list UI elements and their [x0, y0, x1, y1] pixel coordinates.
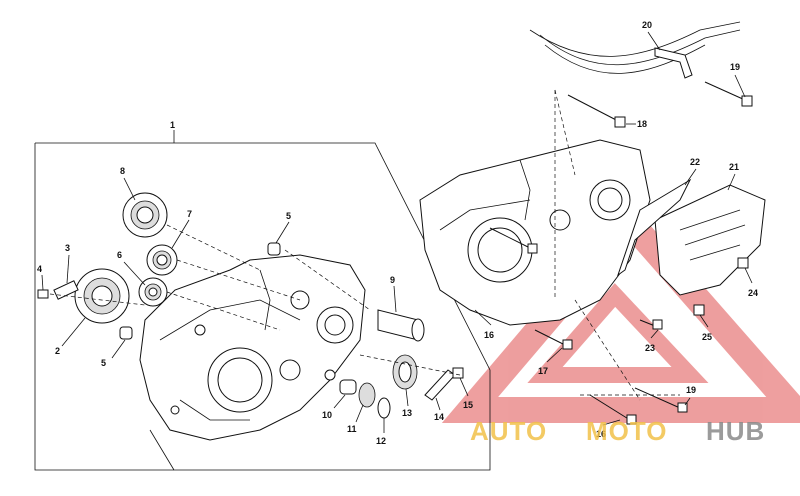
callout-15: 15	[463, 400, 473, 410]
dowel-5b	[119, 326, 133, 340]
callout-24: 24	[748, 288, 758, 298]
leader-lines	[41, 31, 753, 471]
hose-20	[529, 21, 741, 79]
callout-4: 4	[37, 264, 42, 274]
callout-21: 21	[729, 162, 739, 172]
bolt-16	[489, 227, 538, 254]
bolt-16-bottom	[589, 394, 637, 425]
callout-6: 6	[117, 250, 122, 260]
callout-13: 13	[402, 408, 412, 418]
watermark-text: AUTO MOTO HUB	[470, 416, 765, 446]
callout-11: 11	[347, 424, 357, 434]
callout-14: 14	[434, 412, 444, 422]
callout-16: 16	[484, 330, 494, 340]
callout-3: 3	[65, 243, 70, 253]
group-1-frame	[34, 130, 491, 471]
bush-10	[339, 379, 357, 395]
callout-23: 23	[645, 343, 655, 353]
seal-13	[392, 354, 418, 390]
bolt-19-top	[704, 81, 753, 107]
dowel-5a	[267, 242, 281, 256]
callout-19-bottom: 19	[686, 385, 696, 395]
plate-3	[53, 280, 79, 300]
callout-12: 12	[376, 436, 386, 446]
callout-10: 10	[322, 410, 332, 420]
bearing-7	[146, 244, 178, 276]
callout-20: 20	[642, 20, 652, 30]
callout-16-bottom: 16	[596, 429, 606, 439]
bearing-6	[138, 277, 168, 307]
bearing-11	[358, 382, 376, 408]
left-crankcase-half	[139, 254, 366, 441]
callout-2: 2	[55, 346, 60, 356]
callout-25: 25	[702, 332, 712, 342]
bolt-19-bottom	[634, 387, 688, 413]
watermark-hub: HUB	[706, 416, 765, 446]
callout-9: 9	[390, 275, 395, 285]
screw-4	[37, 289, 49, 299]
callout-7: 7	[187, 209, 192, 219]
bolt-23	[639, 319, 663, 330]
alignment-lines-right	[554, 89, 680, 401]
callout-labels: 1 2 3 4 5 5 6 7 8 9 10 11 12 13 14 15 16…	[37, 20, 758, 446]
bolt-17	[534, 329, 573, 350]
watermark-moto: MOTO	[586, 416, 668, 446]
bolt-24	[737, 257, 749, 269]
screw-15	[452, 367, 464, 379]
callout-22: 22	[690, 157, 700, 167]
circlip-12	[377, 397, 391, 419]
callout-18: 18	[637, 119, 647, 129]
lockplate-14	[424, 369, 456, 401]
callout-17: 17	[538, 366, 548, 376]
bearing-8	[122, 192, 168, 238]
bolt-25	[693, 304, 705, 316]
bearing-2	[74, 268, 130, 324]
callout-1: 1	[170, 120, 175, 130]
watermark-auto: AUTO	[470, 416, 547, 446]
bolt-18	[567, 94, 626, 128]
callout-19-top: 19	[730, 62, 740, 72]
callout-5a: 5	[286, 211, 291, 221]
callout-8: 8	[120, 166, 125, 176]
callout-5b: 5	[101, 358, 106, 368]
gasket-22	[617, 178, 692, 277]
sleeve-9	[377, 309, 425, 342]
right-crankcase	[419, 139, 651, 326]
alignment-lines-left	[49, 224, 461, 376]
